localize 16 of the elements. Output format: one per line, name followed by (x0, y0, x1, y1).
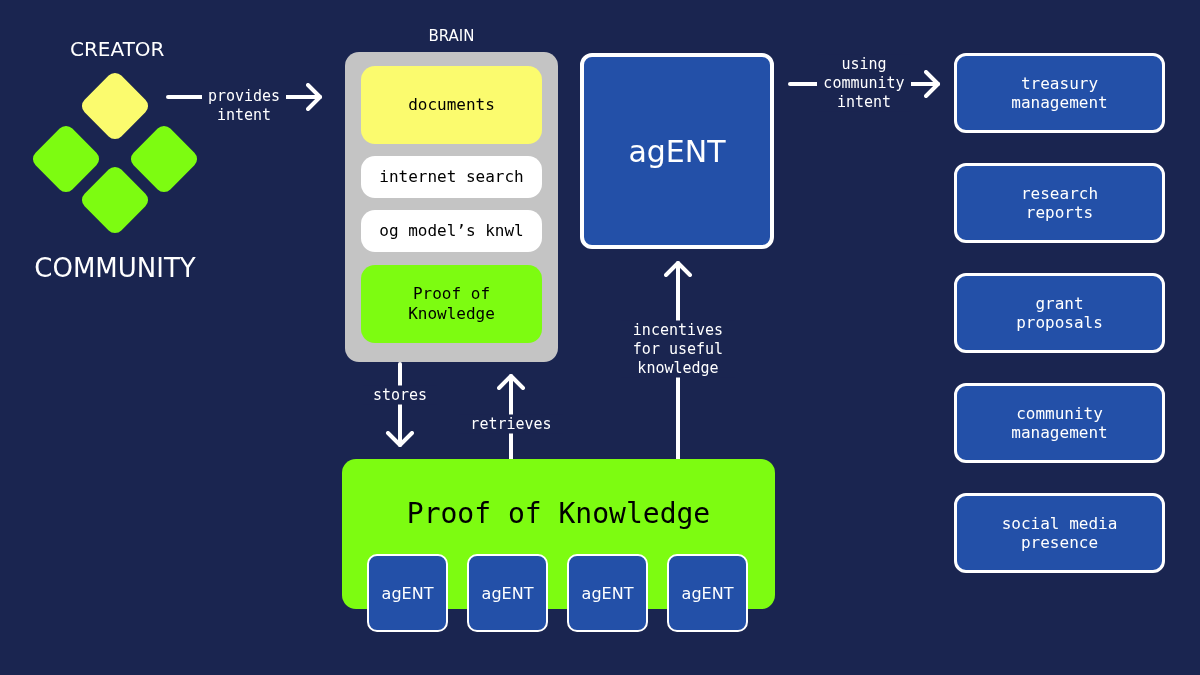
content-card: documents (361, 66, 542, 144)
agent-box: agENT (467, 554, 548, 632)
agent-box: agENT (367, 554, 448, 632)
content-card: internet search (361, 156, 542, 198)
agent-box: agENT (567, 554, 648, 632)
group-title: BRAIN (427, 26, 476, 46)
output-box: grant proposals (954, 273, 1165, 353)
caption-label: COMMUNITY (34, 253, 196, 283)
agent-box: agENT (667, 554, 748, 632)
agent-box: agENT (580, 53, 774, 249)
output-box: treasury management (954, 53, 1165, 133)
output-box: community management (954, 383, 1165, 463)
content-card: og model’s knwl (361, 210, 542, 252)
content-card: Proof of Knowledge (361, 265, 542, 343)
output-box: research reports (954, 163, 1165, 243)
output-box: social media presence (954, 493, 1165, 573)
